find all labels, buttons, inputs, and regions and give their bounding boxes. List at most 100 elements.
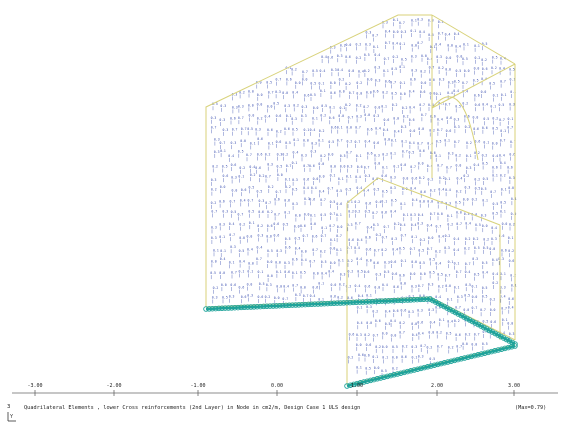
node-value: 0.3 [384, 261, 390, 265]
node-value: 0.6 [230, 283, 236, 287]
node-value: 0.2 [257, 117, 263, 121]
node-value: 0.5 [310, 93, 316, 97]
node-value: 0.1 [393, 165, 399, 169]
node-value: 0.1 [393, 18, 399, 22]
node-value: 0.1 [430, 45, 436, 49]
node-value: 0.2 [482, 153, 488, 157]
node-value: 0.5 [238, 150, 244, 154]
node-value: 0.6 [358, 353, 364, 357]
node-value: 0.6 [366, 248, 372, 252]
node-value: 0.1 [448, 260, 454, 264]
node-value: 0.7 [410, 165, 416, 169]
node-value: 0.4 [465, 221, 471, 225]
node-value: 0.1 [356, 366, 362, 370]
node-value: 0.3 [454, 117, 460, 121]
node-value: 0.2 [409, 295, 415, 299]
node-value: 0.7 [419, 103, 425, 107]
node-value: 0.3 [481, 213, 487, 217]
node-value: 0.4 [383, 128, 389, 132]
node-value: 0.3 [444, 246, 450, 250]
node-value: 0.6 [348, 238, 354, 242]
node-value: 0.3 [408, 310, 414, 314]
node-value: 0.7 [385, 41, 391, 45]
node-value: 0.2 [239, 223, 245, 227]
node-value: 0.7 [474, 333, 480, 337]
node-value: 0.3 [211, 116, 217, 120]
node-value: 0.4 [382, 283, 388, 287]
node-value: 0.6 [420, 190, 426, 194]
node-value: 0.7 [501, 306, 507, 310]
node-value: 0.1 [510, 90, 516, 94]
node-value: 0.0 [331, 283, 337, 287]
node-value: 0.5 [509, 67, 515, 71]
node-value: 0.2 [420, 238, 426, 242]
node-value: 0.7 [472, 306, 478, 310]
node-value: 0.0 [482, 224, 488, 228]
node-value: 0.6 [304, 93, 310, 97]
node-value: 0.7 [303, 164, 309, 168]
node-value: 0.3 [417, 18, 423, 22]
node-value: 0.5 [391, 92, 397, 96]
node-value: 0.0 [340, 165, 346, 169]
node-value: 0.2 [265, 152, 271, 156]
node-value: 0.0 [295, 214, 301, 218]
node-value: 0.4 [435, 295, 441, 299]
node-value: 0.2 [291, 67, 297, 71]
node-value: 0.2 [427, 346, 433, 350]
node-value: 0.4 [438, 187, 444, 191]
node-value: 0.0 [374, 366, 380, 370]
node-value: 0.4 [412, 198, 418, 202]
node-value: 0.3 [491, 237, 497, 241]
node-value: 0.3 [401, 30, 407, 34]
node-value: 0.3 [219, 222, 225, 226]
node-value: 0.6 [508, 297, 514, 301]
node-value: 0.0 [428, 331, 434, 335]
node-value: 0.3 [390, 186, 396, 190]
node-value: 0.4 [357, 321, 363, 325]
node-value: 0.2 [438, 66, 444, 70]
node-value: 0.3 [220, 104, 226, 108]
node-value: 0.3 [437, 201, 443, 205]
node-value: 0.1 [508, 117, 514, 121]
node-value: 0.7 [480, 308, 486, 312]
node-value: 0.1 [229, 260, 235, 264]
node-value: 0.3 [277, 153, 283, 157]
node-value: 0.6 [284, 270, 290, 274]
node-value: 0.7 [438, 32, 444, 36]
node-value: 0.0 [492, 142, 498, 146]
node-value: 0.0 [294, 224, 300, 228]
node-value: 0.0 [330, 246, 336, 250]
node-value: 0.6 [312, 234, 318, 238]
node-value: 0.1 [304, 128, 310, 132]
node-value: 0.7 [420, 344, 426, 348]
node-value: 0.0 [393, 30, 399, 34]
node-value: 0.0 [489, 247, 495, 251]
node-value: 0.0 [473, 319, 479, 323]
node-value: 0.0 [428, 236, 434, 240]
node-value: 0.0 [221, 283, 227, 287]
node-value: 0.0 [507, 322, 513, 326]
node-value: 0.4 [228, 154, 234, 158]
node-value: 0.5 [483, 177, 489, 181]
node-value: 0.3 [302, 105, 308, 109]
node-value: 0.1 [411, 18, 417, 22]
node-value: 0.4 [220, 257, 226, 261]
node-value: 0.4 [492, 272, 498, 276]
node-value: 0.6 [230, 117, 236, 121]
support-lines [203, 296, 518, 389]
inner-wall-top [346, 177, 501, 226]
node-value: 0.7 [274, 212, 280, 216]
node-value: 0.0 [437, 212, 443, 216]
node-value: 0.3 [382, 20, 388, 24]
node-value: 0.3 [311, 141, 317, 145]
node-value: 0.1 [293, 138, 299, 142]
node-value: 0.7 [399, 331, 405, 335]
node-value: 0.2 [402, 344, 408, 348]
node-value: 0.2 [465, 332, 471, 336]
node-value: 0.6 [258, 210, 264, 214]
node-value: 0.1 [400, 81, 406, 85]
node-value: 0.2 [445, 234, 451, 238]
node-value: 0.4 [499, 67, 505, 71]
node-value: 0.4 [454, 237, 460, 241]
